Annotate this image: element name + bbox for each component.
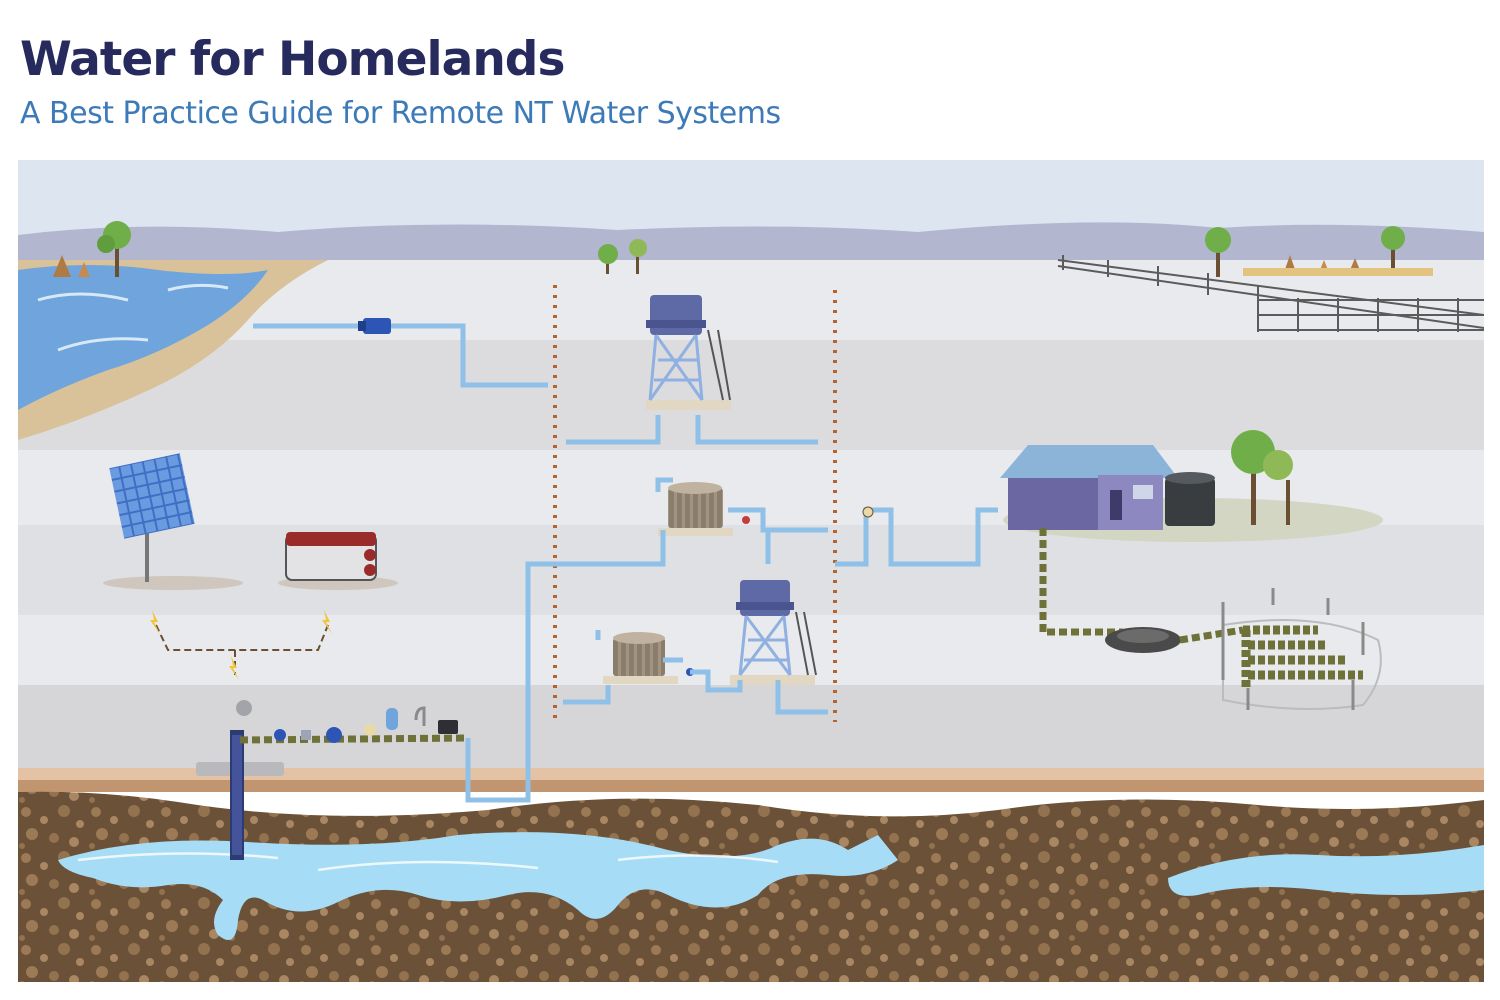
meter-icon: [862, 506, 874, 518]
elevated-tank-icon: [646, 295, 731, 410]
page-subtitle: A Best Practice Guide for Remote NT Wate…: [20, 96, 781, 131]
surface-pump-icon: [358, 318, 391, 334]
river-icon: [18, 265, 268, 410]
house-icon: [1000, 445, 1178, 530]
sewer-pipe: [1039, 528, 1123, 636]
fence-icon: [1057, 255, 1484, 332]
main-pipe: [465, 561, 566, 803]
water-system-illustration: [18, 160, 1484, 982]
termite-mound-icon: [1243, 255, 1433, 276]
ground-tank-icon: [603, 632, 694, 684]
solar-panel-icon: [103, 453, 243, 590]
septic-tank-icon: [1105, 627, 1181, 653]
tree-icon: [1205, 226, 1405, 277]
bore-icon: [196, 700, 284, 860]
aquifer-icon: [1168, 845, 1484, 896]
bore-fittings: [274, 706, 458, 743]
elevated-tank-icon: [730, 580, 817, 685]
lightning-icon: [150, 610, 332, 680]
page-title: Water for Homelands: [20, 32, 565, 87]
absorption-trench-icon: [1221, 588, 1382, 710]
tree-icon: [598, 239, 647, 274]
generator-icon: [278, 532, 398, 590]
distant-hills: [18, 222, 1484, 270]
aquifer-icon: [58, 832, 898, 940]
power-cable-icon: [155, 624, 329, 675]
distribution-pipe: [835, 507, 998, 567]
termite-mound-icon: [53, 255, 90, 277]
ground-tank-icon: [658, 482, 750, 536]
tree-icon: [97, 221, 131, 277]
rainwater-tank-icon: [1165, 472, 1215, 526]
tree-icon: [1231, 430, 1293, 525]
